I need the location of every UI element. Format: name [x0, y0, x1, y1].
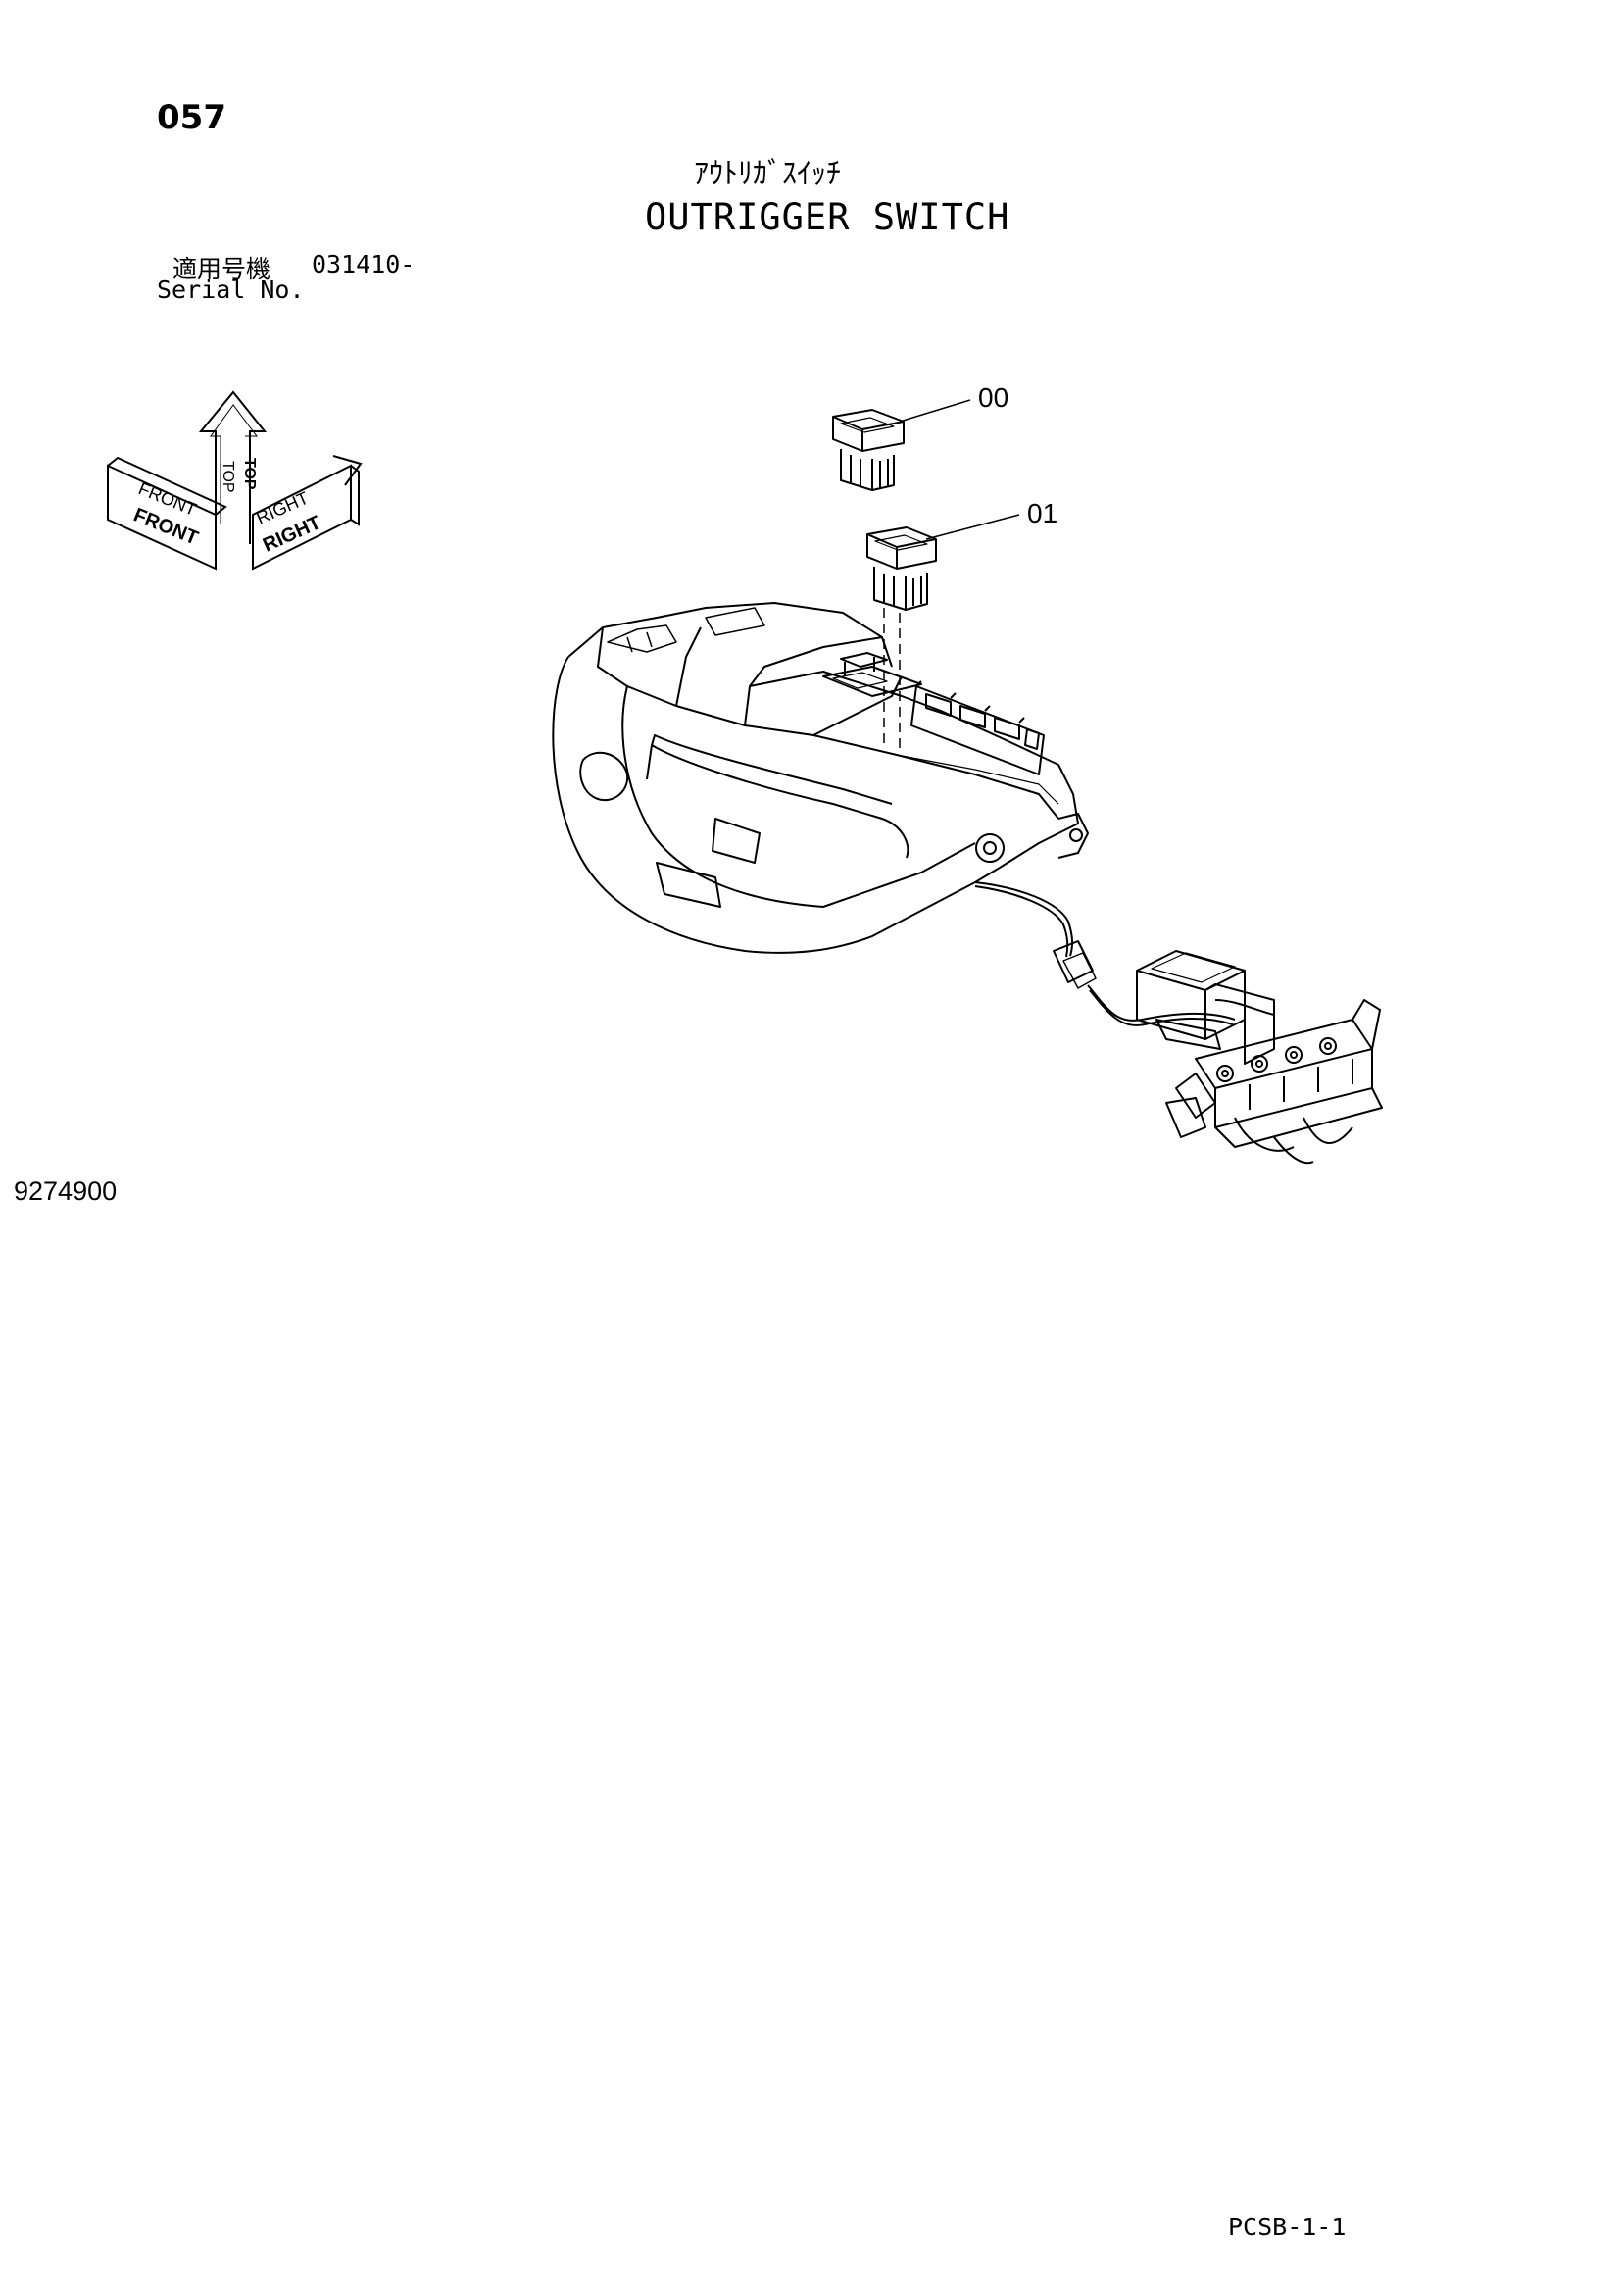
terminal-block: [1165, 999, 1383, 1165]
leader-line-00: [899, 399, 971, 423]
title-english: OUTRIGGER SWITCH: [645, 196, 1010, 238]
up-arrow: [198, 390, 268, 544]
outrigger-switch-drawing: [552, 399, 1383, 1165]
front-plate: [107, 464, 217, 571]
relay-box: [1136, 950, 1275, 1065]
page-number: 057: [157, 98, 226, 137]
orientation-indicator: FRONT FRONT TOP TOP RIGHT RIGHT: [107, 390, 363, 571]
switch-00: [832, 409, 905, 491]
harness-cable: [974, 881, 1275, 1050]
serial-label-english: Serial No.: [157, 275, 305, 304]
callout-label-01: 01: [1027, 498, 1058, 528]
serial-label-japanese: 適用号機: [172, 255, 271, 283]
title-japanese: ｱｳﾄﾘｶﾞｽｲｯﾁ: [694, 157, 841, 191]
page-code: PCSB-1-1: [1228, 2213, 1347, 2241]
serial-value: 031410-: [312, 250, 416, 278]
leader-line-01: [925, 514, 1020, 540]
top-label: TOP: [241, 458, 258, 490]
figure-number: 9274900: [14, 1176, 118, 1206]
callout-label-00: 00: [978, 382, 1009, 413]
console-body: [552, 602, 1089, 954]
top-label-mirror: TOP: [220, 461, 236, 493]
switch-01: [866, 526, 937, 611]
